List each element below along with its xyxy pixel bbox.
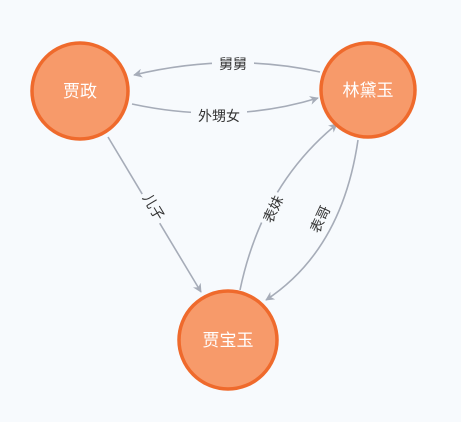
node-lindaiyu-label: 林黛玉 — [343, 81, 394, 101]
edge-label-group-biaoge: 表哥 — [303, 199, 337, 239]
node-jiazheng-circle[interactable] — [30, 41, 130, 141]
edge-lin-to-baoyu[interactable] — [265, 139, 359, 301]
node-jiabaoyu[interactable]: 贾宝玉 — [177, 289, 279, 391]
edge-label-group-waishengnv: 外甥女 — [191, 106, 247, 126]
node-lindaiyu[interactable]: 林黛玉 — [319, 41, 417, 139]
node-jiazheng[interactable]: 贾政 — [30, 41, 130, 141]
edge-label-waishengnv: 外甥女 — [198, 108, 240, 125]
node-jiazheng-label: 贾政 — [63, 82, 97, 102]
edge-label-jiujiu: 舅舅 — [219, 57, 247, 73]
edge-label-group-jiujiu: 舅舅 — [212, 54, 254, 74]
node-lindaiyu-circle[interactable] — [319, 41, 417, 139]
node-jiabaoyu-label: 贾宝玉 — [203, 331, 254, 351]
node-jiabaoyu-circle[interactable] — [177, 289, 279, 391]
